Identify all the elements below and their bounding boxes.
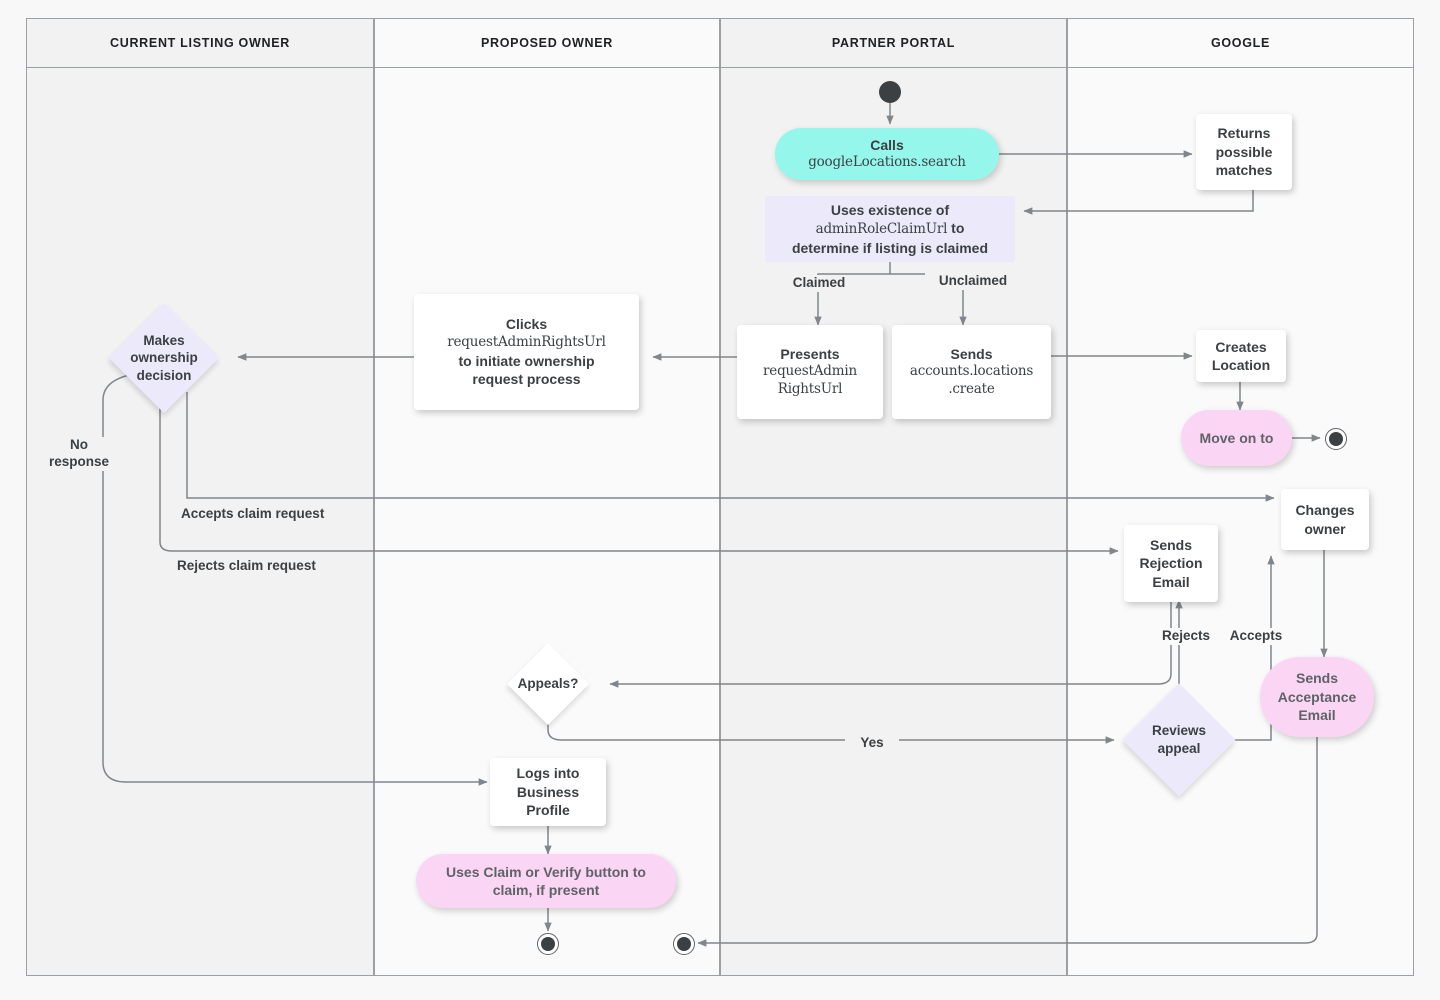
node-calls-googlelocations-search[interactable]: Calls googleLocations.search <box>775 128 999 180</box>
lane-header-proposed-owner: PROPOSED OWNER <box>374 18 720 68</box>
node-line-2: claim, if present <box>492 882 600 898</box>
end-terminal-partner-portal <box>673 933 695 955</box>
lane-header-label: CURRENT LISTING OWNER <box>110 36 290 50</box>
node-line-2: adminRoleClaimUrl to <box>816 219 965 239</box>
node-line-4: request process <box>472 371 581 388</box>
edge-label-no-response-line-1: No <box>70 437 88 452</box>
edge-label-rejects: Rejects <box>1153 628 1219 645</box>
node-label: Reviews appeal <box>1151 723 1207 756</box>
lane-header-label: PARTNER PORTAL <box>831 36 956 50</box>
edge-label-accepts-claim-request: Accepts claim request <box>179 506 357 523</box>
lane-header-label: GOOGLE <box>1210 36 1271 50</box>
node-creates-location[interactable]: Creates Location <box>1196 330 1286 382</box>
node-line-2: accounts.locations <box>909 363 1034 380</box>
node-line-2: requestAdminRightsUrl <box>447 333 606 350</box>
node-clicks-requestadminrightsurl[interactable]: Clicks requestAdminRightsUrl to initiate… <box>414 294 639 410</box>
node-line-1: Presents <box>780 345 840 362</box>
end-terminal-proposed-owner <box>537 933 559 955</box>
node-line-2: requestAdmin <box>763 363 857 380</box>
node-line-3: determine if listing is claimed <box>791 239 989 256</box>
edge-label-accepts: Accepts <box>1220 628 1292 645</box>
node-reviews-appeal[interactable]: Reviews appeal <box>1120 683 1238 797</box>
node-changes-owner[interactable]: Changes owner <box>1281 489 1369 550</box>
lane-header-current-listing-owner: CURRENT LISTING OWNER <box>26 18 374 68</box>
edge-label-yes: Yes <box>845 735 899 752</box>
node-move-on-to[interactable]: Move on to <box>1181 410 1292 466</box>
node-label: Appeals? <box>517 676 579 692</box>
node-logs-into-business-profile[interactable]: Logs into Business Profile <box>490 758 606 826</box>
lane-header-partner-portal: PARTNER PORTAL <box>720 18 1067 68</box>
lane-header-google: GOOGLE <box>1067 18 1414 68</box>
node-sends-acceptance-email[interactable]: Sends Acceptance Email <box>1260 657 1374 737</box>
node-line-1: Calls <box>870 136 904 153</box>
end-terminal-google <box>1325 428 1347 450</box>
node-uses-claim-or-verify-button[interactable]: Uses Claim or Verify button to claim, if… <box>416 854 676 908</box>
edge-label-no-response: No response <box>34 437 124 471</box>
node-line-1: Clicks <box>505 316 548 333</box>
node-code-fragment: adminRoleClaimUrl <box>815 221 948 238</box>
edge-label-unclaimed: Unclaimed <box>925 273 1021 290</box>
node-line-1: Sends <box>950 345 993 362</box>
node-line-3: RightsUrl <box>777 381 843 398</box>
node-makes-ownership-decision[interactable]: Makes ownership decision <box>108 302 220 414</box>
node-presents-requestadminrightsurl[interactable]: Presents requestAdmin RightsUrl <box>737 325 883 419</box>
node-line-3: to initiate ownership <box>458 352 595 369</box>
node-line-2-suffix: to <box>947 220 965 237</box>
node-sends-accounts-locations-create[interactable]: Sends accounts.locations .create <box>892 325 1051 419</box>
edge-label-rejects-claim-request: Rejects claim request <box>175 558 355 575</box>
edge-label-no-response-line-2: response <box>48 453 110 469</box>
node-sends-rejection-email[interactable]: Sends Rejection Email <box>1124 525 1218 602</box>
node-uses-existence-of-adminroleclaimurl[interactable]: Uses existence of adminRoleClaimUrl to d… <box>765 196 1015 262</box>
node-line-1: Uses Claim or Verify button to <box>446 863 646 880</box>
node-appeals-decision[interactable]: Appeals? <box>495 642 601 726</box>
node-label: Makes ownership decision <box>130 332 198 383</box>
start-terminal-partner-portal <box>879 81 901 103</box>
lane-header-label: PROPOSED OWNER <box>480 36 614 50</box>
node-returns-possible-matches[interactable]: Returns possible matches <box>1196 114 1292 190</box>
node-line-2: googleLocations.search <box>808 154 966 171</box>
edge-label-claimed: Claimed <box>780 275 858 292</box>
node-line-3: .create <box>948 381 995 398</box>
node-line-1: Uses existence of <box>830 201 950 218</box>
